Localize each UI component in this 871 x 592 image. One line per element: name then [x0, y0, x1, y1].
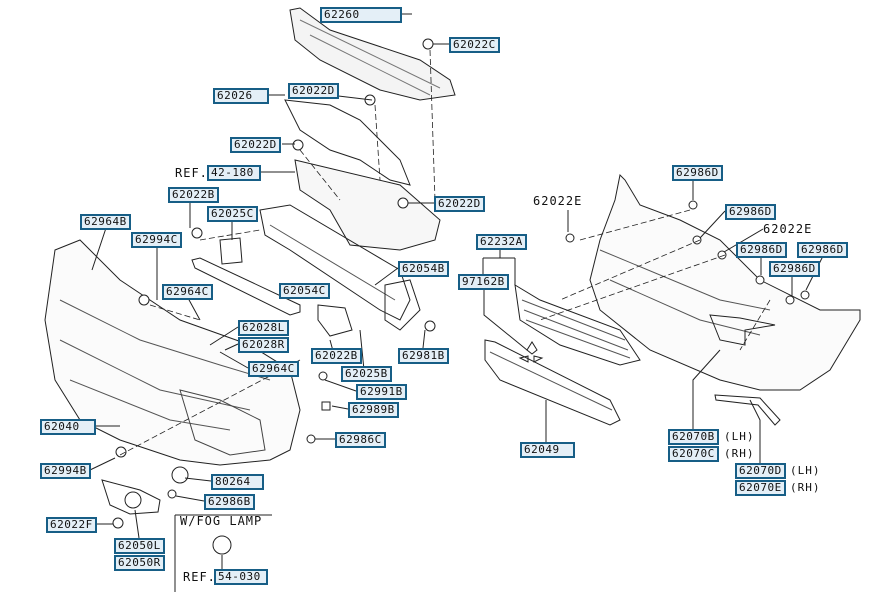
bumper-beam-part — [259, 204, 411, 321]
ref-code-label[interactable]: 42-180 — [207, 165, 261, 181]
part-number-text: 62022E — [763, 222, 813, 236]
part-number-label-62986b[interactable]: 62986B — [204, 494, 255, 510]
part-number-label-62986c[interactable]: 62986C — [335, 432, 386, 448]
part-number-label-62981b[interactable]: 62981B — [398, 348, 449, 364]
ref-code-label[interactable]: 54-030 — [214, 569, 268, 585]
part-number-label-62070e[interactable]: 62070E — [735, 480, 786, 496]
bumper-assembly-part — [589, 173, 861, 391]
part-number-label-62022d[interactable]: 62022D — [288, 83, 339, 99]
strip-part — [191, 257, 301, 316]
part-number-label-62070d[interactable]: 62070D — [735, 463, 786, 479]
part-number-label-62025c[interactable]: 62025C — [207, 206, 258, 222]
part-number-label-62054b[interactable]: 62054B — [398, 261, 449, 277]
fog-bezel-part — [101, 479, 161, 515]
part-number-label-62070b[interactable]: 62070B — [668, 429, 719, 445]
fog-lamp-part — [171, 466, 189, 484]
lower-garnish-part — [714, 394, 781, 426]
part-number-label-62022f[interactable]: 62022F — [46, 517, 97, 533]
part-number-label-62026[interactable]: 62026 — [213, 88, 269, 104]
part-number-label-62022b[interactable]: 62022B — [311, 348, 362, 364]
front-bumper-face — [44, 239, 301, 466]
part-number-label-62028r[interactable]: 62028R — [238, 337, 289, 353]
part-number-label-62991b[interactable]: 62991B — [356, 384, 407, 400]
bracket-part — [284, 99, 411, 186]
spacer-part — [219, 237, 243, 265]
part-number-label-97162b[interactable]: 97162B — [458, 274, 509, 290]
part-number-label-62049[interactable]: 62049 — [520, 442, 575, 458]
part-number-label-62022d[interactable]: 62022D — [434, 196, 485, 212]
part-number-label-62070c[interactable]: 62070C — [668, 446, 719, 462]
part-number-label-62025b[interactable]: 62025B — [341, 366, 392, 382]
part-number-label-62040[interactable]: 62040 — [40, 419, 96, 435]
part-number-label-80264[interactable]: 80264 — [211, 474, 264, 490]
part-number-label-62050l[interactable]: 62050L — [114, 538, 165, 554]
part-number-label-62986d[interactable]: 62986D — [672, 165, 723, 181]
side-suffix-lh2: (LH) — [790, 464, 821, 477]
part-number-label-62232a[interactable]: 62232A — [476, 234, 527, 250]
part-number-label-62989b[interactable]: 62989B — [348, 402, 399, 418]
part-number-label-62022b[interactable]: 62022B — [168, 187, 219, 203]
side-suffix-rh2: (RH) — [790, 481, 821, 494]
part-number-label-62028l[interactable]: 62028L — [238, 320, 289, 336]
part-number-label-62994b[interactable]: 62994B — [40, 463, 91, 479]
spacer-part — [317, 304, 353, 337]
side-suffix-rh1: (RH) — [724, 447, 755, 460]
part-number-label-62986d[interactable]: 62986D — [725, 204, 776, 220]
side-suffix-lh1: (LH) — [724, 430, 755, 443]
absorber-part — [294, 159, 441, 251]
part-number-label-62022c[interactable]: 62022C — [449, 37, 500, 53]
part-number-label-62964b[interactable]: 62964B — [80, 214, 131, 230]
garnish-part — [709, 314, 776, 346]
part-number-label-62964c[interactable]: 62964C — [248, 361, 299, 377]
part-number-label-62986d[interactable]: 62986D — [736, 242, 787, 258]
part-number-label-62986d[interactable]: 62986D — [797, 242, 848, 258]
grille-part — [514, 284, 641, 366]
lower-grille-part — [484, 339, 621, 426]
fog-lamp-note: W/FOG LAMP — [180, 514, 263, 528]
part-number-text: 62022E — [533, 194, 583, 208]
part-number-label-62964c[interactable]: 62964C — [162, 284, 213, 300]
part-number-label-62022d[interactable]: 62022D — [230, 137, 281, 153]
part-number-label-62054c[interactable]: 62054C — [279, 283, 330, 299]
part-number-label-62994c[interactable]: 62994C — [131, 232, 182, 248]
fog-lamp-ref-part — [212, 535, 232, 555]
part-number-label-62050r[interactable]: 62050R — [114, 555, 165, 571]
ref-prefix: REF. — [183, 570, 216, 584]
beam-bracket-part — [384, 279, 421, 331]
emblem-part — [518, 341, 544, 363]
ref-prefix: REF. — [175, 166, 208, 180]
part-number-label-62260[interactable]: 62260 — [320, 7, 402, 23]
part-number-label-62986d[interactable]: 62986D — [769, 261, 820, 277]
